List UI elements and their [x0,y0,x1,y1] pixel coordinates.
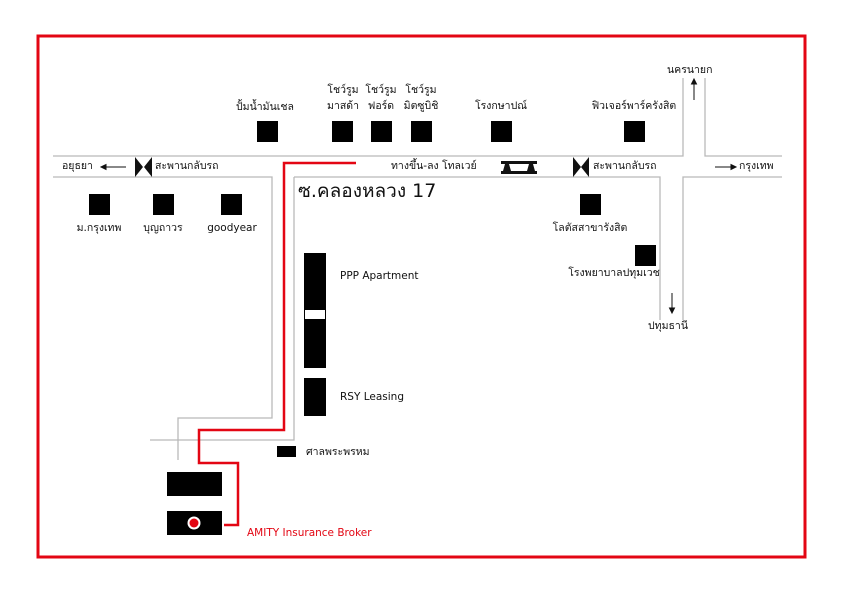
future-park-label: ฟิวเจอร์พาร์ครังสิต [591,100,677,112]
ford-label-1: โชว์รูม [365,84,397,96]
ford-showroom-building [371,121,392,142]
direction-bangkok: กรุงเทพ [739,160,774,172]
mazda-label-2: มาสด้า [327,100,359,112]
mitsubishi-label-1: โชว์รูม [405,84,437,96]
shrine-label: ศาลพระพรหม [306,446,370,458]
bridge-left-icon [135,157,152,177]
destination-marker-dot [189,518,199,528]
goodyear-building [221,194,242,215]
bridge-right-label: สะพานกลับรถ [593,160,657,172]
gas-station-building [257,121,278,142]
mitsubishi-showroom-building [411,121,432,142]
direction-nakhon-nayok: นครนายก [667,64,713,76]
bkk-univ-label: ม.กรุงเทพ [76,222,122,234]
rsy-label: RSY Leasing [340,391,404,403]
bkk-univ-building [89,194,110,215]
lotus-building [580,194,601,215]
ppp-apartment-gap [305,310,325,319]
post-office-label: โรงกษาปณ์ [475,100,527,112]
roads [53,78,782,460]
hospital-building [635,245,656,266]
soi-title: ซ.คลองหลวง 17 [298,180,437,202]
gas-station-label: ปั้มน้ำมันเชล [236,101,294,113]
tollway-label: ทางขึ้น-ลง โทลเวย์ [391,160,477,172]
boonthavorn-building [153,194,174,215]
mazda-showroom-building [332,121,353,142]
map-frame [36,34,807,559]
hospital-label: โรงพยาบาลปทุมเวช [568,267,660,279]
bridge-right-icon [573,157,589,177]
lotus-label: โลตัสสาขารังสิต [552,222,628,234]
direction-ayutthaya: อยุธยา [62,160,93,172]
ford-label-2: ฟอร์ด [367,100,395,112]
direction-pathum-thani: ปทุมธานี [648,320,688,332]
post-office-building [491,121,512,142]
bridge-left-label: สะพานกลับรถ [155,160,219,172]
rsy-leasing-building [304,378,326,416]
future-park-building [624,121,645,142]
neighbor-building [167,472,222,496]
destination-label: AMITY Insurance Broker [247,527,372,539]
mitsubishi-label-2: มิตซูบิชิ [403,100,439,112]
ppp-label: PPP Apartment [340,270,419,282]
mazda-label-1: โชว์รูม [327,84,359,96]
goodyear-label: goodyear [207,222,257,234]
shrine-building [277,446,296,457]
direction-arrows [99,77,738,315]
route-line [197,161,356,527]
tollway-icon [501,161,537,174]
boonthavorn-label: บุญถาวร [143,222,183,234]
